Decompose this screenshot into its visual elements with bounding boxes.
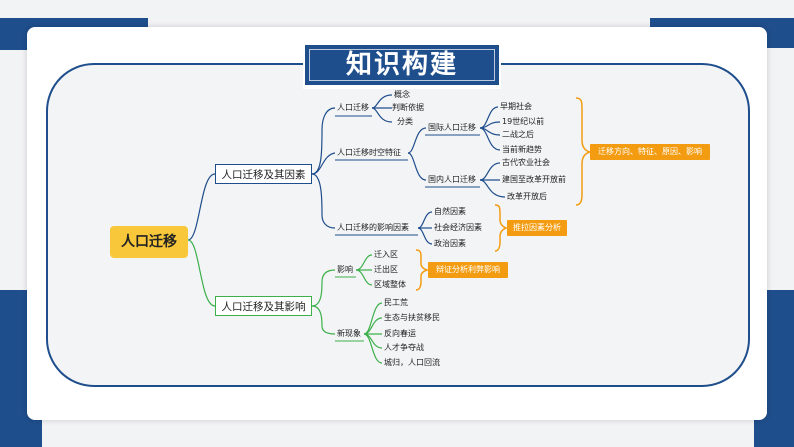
node-inflow-area: 迁入区	[374, 250, 398, 259]
node-labor-shortage: 民工荒	[384, 298, 408, 307]
node-whole-region: 区域整体	[374, 280, 406, 289]
connector-b1-sub1	[311, 107, 336, 175]
node-ancient-agri: 古代农业社会	[502, 158, 550, 167]
branch-node-migration-factors: 人口迁移及其因素	[215, 164, 312, 184]
node-pre-reform: 建国至改革开放前	[502, 175, 566, 184]
connector-b2-sub2	[311, 305, 336, 335]
connector-b2-sub1	[311, 269, 336, 307]
node-new-phenomena: 新现象	[337, 329, 361, 338]
node-outflow-area: 迁出区	[374, 265, 398, 274]
node-criteria: 判断依据	[392, 103, 424, 112]
node-spatiotemporal: 人口迁移时空特征	[337, 148, 401, 157]
node-current-trend: 当前新趋势	[502, 145, 542, 154]
brace-3	[415, 249, 430, 291]
node-classification: 分类	[397, 117, 413, 126]
page-title: 知识构建	[305, 45, 499, 85]
node-domestic: 国内人口迁移	[428, 175, 476, 184]
node-reverse-travel: 反向春运	[384, 329, 416, 338]
node-impact: 影响	[337, 265, 353, 274]
connector-b1-sub2	[311, 152, 336, 175]
tag-push-pull: 推拉因素分析	[507, 220, 567, 236]
node-socioeconomic: 社会经济因素	[434, 223, 482, 232]
node-early-society: 早期社会	[500, 102, 532, 111]
branch-node-migration-impacts: 人口迁移及其影响	[215, 296, 312, 316]
root-node: 人口迁移	[110, 226, 188, 258]
brace-2	[494, 204, 509, 252]
connector-root-b2	[187, 239, 216, 307]
node-before-19c: 19世纪以前	[502, 117, 545, 126]
node-influence-factors: 人口迁移的影响因素	[337, 223, 409, 232]
node-international: 国际人口迁移	[428, 123, 476, 132]
brace-1	[575, 97, 591, 206]
tag-migration-analysis: 迁移方向、特征、原因、影响	[590, 144, 710, 160]
connector-root-b1	[187, 173, 216, 241]
node-political: 政治因素	[434, 239, 466, 248]
node-migration: 人口迁移	[337, 103, 369, 112]
node-post-reform: 改革开放后	[507, 192, 547, 201]
node-concept: 概念	[394, 90, 410, 99]
node-return-flow: 城归，人口回流	[384, 358, 440, 367]
node-natural: 自然因素	[434, 207, 466, 216]
node-talent-war: 人才争夺战	[384, 343, 424, 352]
tag-dialectical: 辩证分析利弊影响	[428, 262, 508, 278]
node-after-ww2: 二战之后	[502, 130, 534, 139]
connector-b1-sub3	[311, 173, 336, 229]
node-eco-migration: 生态与扶贫移民	[384, 313, 440, 322]
